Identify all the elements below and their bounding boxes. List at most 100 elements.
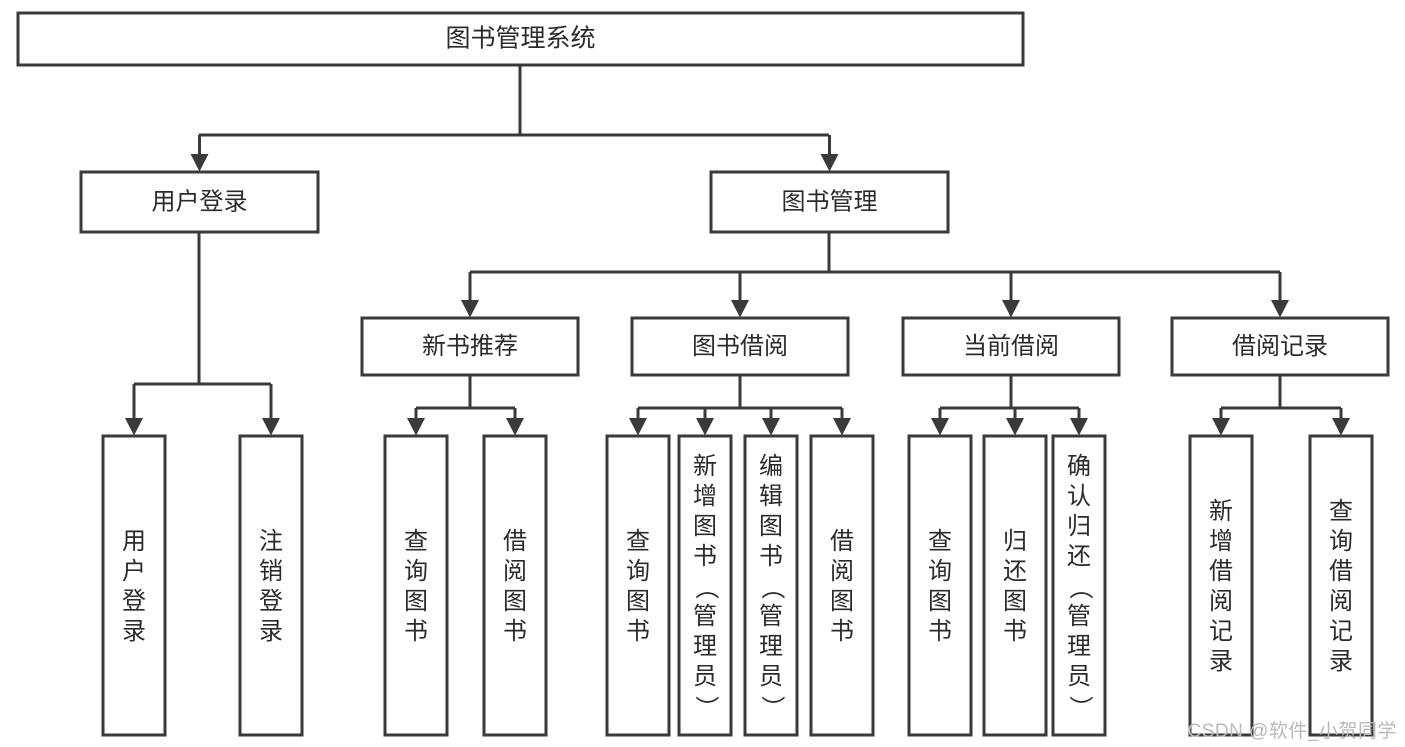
arrow-head-icon — [696, 418, 714, 436]
leaf-label-char: 销 — [259, 558, 283, 585]
leaf-box — [383, 434, 449, 737]
node-label: 当前借阅 — [963, 333, 1059, 360]
leaf-box — [605, 434, 671, 737]
leaf-label-char: （ — [759, 576, 786, 600]
leaf-label-char: 阅 — [503, 558, 527, 585]
leaf-label-char: 图 — [693, 513, 717, 540]
leaf-box — [677, 434, 733, 737]
leaf-label-char: 书 — [759, 543, 783, 570]
leaf-label-char: 询 — [626, 558, 650, 585]
leaf-label-char: 管 — [1067, 603, 1091, 630]
node-label: 图书借阅 — [692, 333, 788, 360]
leaf-label-char: 员 — [759, 663, 783, 690]
node-current-borrow[interactable]: 当前借阅 — [901, 316, 1121, 377]
leaf-box — [907, 434, 973, 737]
leaf-label-char: 阅 — [830, 558, 854, 585]
leaf-label-char: （ — [693, 576, 720, 600]
leaf-label-char: 图 — [503, 588, 527, 615]
node-label: 用户登录 — [152, 188, 248, 215]
leaf-label-char: 录 — [1329, 648, 1353, 675]
leaf-label-char: 认 — [1067, 483, 1091, 510]
leaf-label-char: 询 — [928, 558, 952, 585]
leaf-label-char: 录 — [259, 618, 283, 645]
leaf-box — [238, 434, 304, 737]
leaf-label-char: ） — [1067, 696, 1094, 720]
leaf-label-char: ） — [759, 696, 786, 720]
leaf-label-char: ） — [693, 696, 720, 720]
arrow-head-icon — [1212, 418, 1230, 436]
arrow-head-icon — [731, 300, 749, 318]
arrow-head-icon — [1070, 418, 1088, 436]
node-box — [630, 316, 850, 377]
arrow-head-icon — [762, 418, 780, 436]
leaf-label-char: 图 — [830, 588, 854, 615]
leaf-label-char: 理 — [759, 633, 783, 660]
leaf-label-char: 书 — [626, 618, 650, 645]
leaf-box — [1051, 434, 1107, 737]
csdn-watermark: CSDN @软件_小贺同学 — [1187, 721, 1397, 742]
leaf-label-char: 借 — [503, 528, 527, 555]
leaf-label-char: 增 — [1209, 528, 1233, 555]
node-root[interactable]: 图书管理系统 — [16, 11, 1025, 67]
leaf-leaf-user-login[interactable]: 用户登录 — [101, 434, 167, 737]
arrow-head-icon — [1271, 300, 1289, 318]
leaf-label-char: 询 — [1329, 528, 1353, 555]
leaf-label-char: （ — [1067, 576, 1094, 600]
node-new-book-rec[interactable]: 新书推荐 — [360, 316, 580, 377]
node-label: 新书推荐 — [422, 333, 518, 360]
node-box — [1170, 316, 1390, 377]
arrow-head-icon — [190, 154, 209, 172]
leaf-label-char: 书 — [928, 618, 952, 645]
leaf-label-char: 借 — [1329, 558, 1353, 585]
leaf-label-char: 还 — [1003, 558, 1027, 585]
leaf-label-char: 户 — [122, 558, 146, 585]
node-label: 图书管理 — [782, 188, 878, 215]
arrow-head-icon — [1006, 418, 1024, 436]
leaf-label-char: 图 — [404, 588, 428, 615]
node-box — [16, 11, 1025, 67]
leaf-label-char: 查 — [626, 528, 650, 555]
leaf-label-char: 借 — [1209, 558, 1233, 585]
leaf-label-char: 借 — [830, 528, 854, 555]
node-box — [709, 170, 950, 234]
leaf-box — [482, 434, 548, 737]
node-label: 借阅记录 — [1232, 333, 1328, 360]
leaf-label-char: 书 — [1003, 618, 1027, 645]
leaf-label-char: 图 — [759, 513, 783, 540]
node-book-borrow[interactable]: 图书借阅 — [630, 316, 850, 377]
arrow-head-icon — [461, 300, 479, 318]
leaf-label-char: 图 — [626, 588, 650, 615]
leaf-label-char: 录 — [1209, 648, 1233, 675]
leaf-label-char: 理 — [693, 633, 717, 660]
leaf-label-char: 管 — [693, 603, 717, 630]
leaf-label-char: 新 — [1209, 498, 1233, 525]
leaf-box — [101, 434, 167, 737]
leaf-label-char: 确 — [1067, 453, 1091, 480]
node-user-login[interactable]: 用户登录 — [79, 170, 320, 234]
node-book-manage[interactable]: 图书管理 — [709, 170, 950, 234]
leaf-label-char: 阅 — [1209, 588, 1233, 615]
leaf-label-char: 阅 — [1329, 588, 1353, 615]
leaf-label-char: 记 — [1209, 618, 1233, 645]
node-borrow-record[interactable]: 借阅记录 — [1170, 316, 1390, 377]
arrow-head-icon — [1332, 418, 1350, 436]
leaf-box — [809, 434, 875, 737]
leaf-label-char: 登 — [122, 588, 146, 615]
arrow-head-icon — [931, 418, 949, 436]
leaf-label-char: 图 — [1003, 588, 1027, 615]
arrow-head-icon — [407, 418, 425, 436]
leaf-label-char: 辑 — [759, 483, 783, 510]
